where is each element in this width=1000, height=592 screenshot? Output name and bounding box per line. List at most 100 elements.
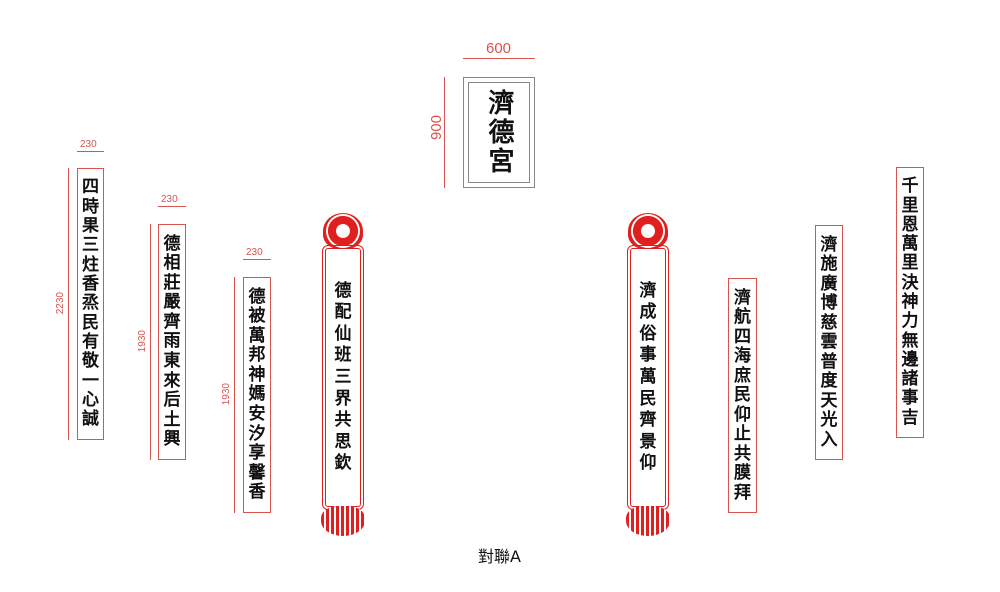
couplet-character: 仰: [734, 404, 751, 425]
couplet-panel: 千里恩萬里決神力無邊諸事吉: [896, 167, 924, 438]
couplet-character: 班: [334, 345, 352, 366]
couplet-character: 事: [901, 388, 919, 409]
couplet-character: 欽: [334, 453, 352, 474]
couplet-character: 施: [820, 254, 838, 274]
couplet-character: 齊: [163, 311, 181, 332]
height-dimension-line: [234, 277, 235, 513]
couplet-panel: 濟航四海庶民仰止共膜拜: [728, 278, 757, 513]
lotus-base-ornament: [626, 506, 670, 536]
couplet-character: 時: [82, 196, 99, 217]
couplet-character: 媽: [248, 384, 266, 405]
couplet-character: 德: [248, 286, 266, 307]
couplet-character: 萬: [901, 234, 919, 255]
couplet-character: 普: [820, 351, 838, 372]
couplet-character: 共: [334, 410, 352, 431]
couplet-panel: 四時果三炷香烝民有敬一心誠: [77, 168, 104, 440]
width-dimension-label: 230: [246, 247, 263, 258]
couplet-character: 膜: [734, 463, 751, 483]
width-dimension-label: 230: [80, 139, 97, 150]
couplet-character: 度: [820, 371, 838, 391]
couplet-character: 恩: [901, 214, 919, 235]
height-dimension-line: [150, 224, 151, 460]
height-dimension-label: 1930: [137, 330, 148, 353]
couplet-character: 邊: [901, 349, 919, 370]
couplet-character: 德: [163, 233, 181, 254]
couplet-character: 慈: [820, 312, 838, 333]
couplet-character: 里: [901, 253, 919, 274]
couplet-character: 入: [820, 429, 838, 450]
couplet-character: 心: [82, 390, 99, 411]
couplet-panel: 德被萬邦神媽安汐享馨香: [243, 277, 271, 513]
couplet-character: 雨: [163, 331, 181, 352]
lotus-base-ornament: [321, 506, 365, 536]
couplet-character: 神: [901, 291, 919, 312]
couplet-character: 仰: [639, 453, 657, 474]
couplet-panel: 濟施廣博慈雲普度天光入: [815, 225, 843, 460]
drawing-caption: 對聯A: [478, 547, 521, 566]
couplet-character: 力: [901, 311, 919, 332]
plaque-text: 濟德宮: [484, 89, 514, 176]
couplet-character: 邦: [248, 345, 266, 366]
couplet-character: 嚴: [163, 292, 181, 313]
couplet-character: 烝: [82, 293, 99, 314]
couplet-character: 相: [163, 253, 181, 274]
couplet-character: 海: [734, 346, 751, 366]
couplet-character: 庶: [734, 365, 751, 386]
height-dimension-label: 1930: [221, 383, 232, 406]
couplet-character: 三: [82, 235, 99, 256]
couplet-character: 敬: [82, 351, 99, 372]
couplet-character: 諸: [901, 369, 919, 390]
couplet-character: 濟: [820, 234, 838, 255]
couplet-panel: 濟成俗事萬民齊景仰: [635, 270, 661, 485]
couplet-character: 炷: [82, 254, 99, 275]
couplet-character: 界: [334, 388, 352, 409]
couplet-character: 齊: [639, 410, 657, 431]
couplet-character: 仙: [334, 323, 352, 344]
couplet-character: 后: [163, 390, 181, 411]
couplet-character: 來: [163, 370, 181, 391]
width-dimension-line: [243, 259, 271, 260]
couplet-character: 雲: [820, 332, 838, 352]
couplet-character: 民: [639, 388, 657, 409]
couplet-character: 無: [901, 330, 919, 351]
couplet-character: 民: [82, 312, 99, 333]
width-dimension-line: [158, 206, 186, 207]
couplet-character: 德: [334, 280, 352, 301]
couplet-character: 香: [82, 274, 99, 295]
couplet-character: 三: [334, 366, 352, 387]
couplet-character: 光: [820, 410, 838, 430]
couplet-panel: 德配仙班三界共思欽: [330, 270, 356, 485]
plaque-inner-frame: 濟德宮: [468, 82, 530, 183]
couplet-character: 香: [248, 482, 266, 503]
couplet-character: 四: [734, 326, 751, 347]
couplet-character: 里: [901, 195, 919, 216]
couplet-character: 俗: [639, 323, 657, 344]
couplet-character: 事: [639, 345, 657, 366]
couplet-character: 東: [163, 351, 181, 372]
couplet-character: 博: [820, 293, 838, 313]
couplet-character: 止: [734, 424, 751, 444]
couplet-character: 濟: [639, 280, 657, 301]
plaque-width-label: 600: [486, 40, 512, 57]
couplet-character: 果: [82, 216, 99, 237]
dragon-head-ornament: [628, 213, 668, 249]
couplet-character: 興: [163, 429, 181, 450]
couplet-character: 千: [901, 176, 919, 197]
couplet-character: 天: [820, 390, 838, 411]
plaque-height-label: 900: [428, 115, 445, 141]
couplet-character: 誠: [82, 409, 99, 430]
couplet-character: 決: [901, 272, 919, 293]
couplet-panel: 德相莊嚴齊雨東來后土興: [158, 224, 186, 460]
couplet-character: 神: [248, 364, 266, 385]
couplet-character: 安: [248, 404, 266, 425]
couplet-character: 濟: [734, 287, 751, 308]
height-dimension-line: [68, 168, 69, 440]
dimension-line: [444, 77, 445, 188]
dimension-line: [463, 58, 535, 59]
couplet-character: 一: [82, 370, 99, 391]
couplet-character: 萬: [248, 325, 266, 346]
couplet-character: 莊: [163, 272, 181, 293]
height-dimension-label: 2230: [55, 292, 66, 315]
couplet-character: 民: [734, 385, 751, 405]
